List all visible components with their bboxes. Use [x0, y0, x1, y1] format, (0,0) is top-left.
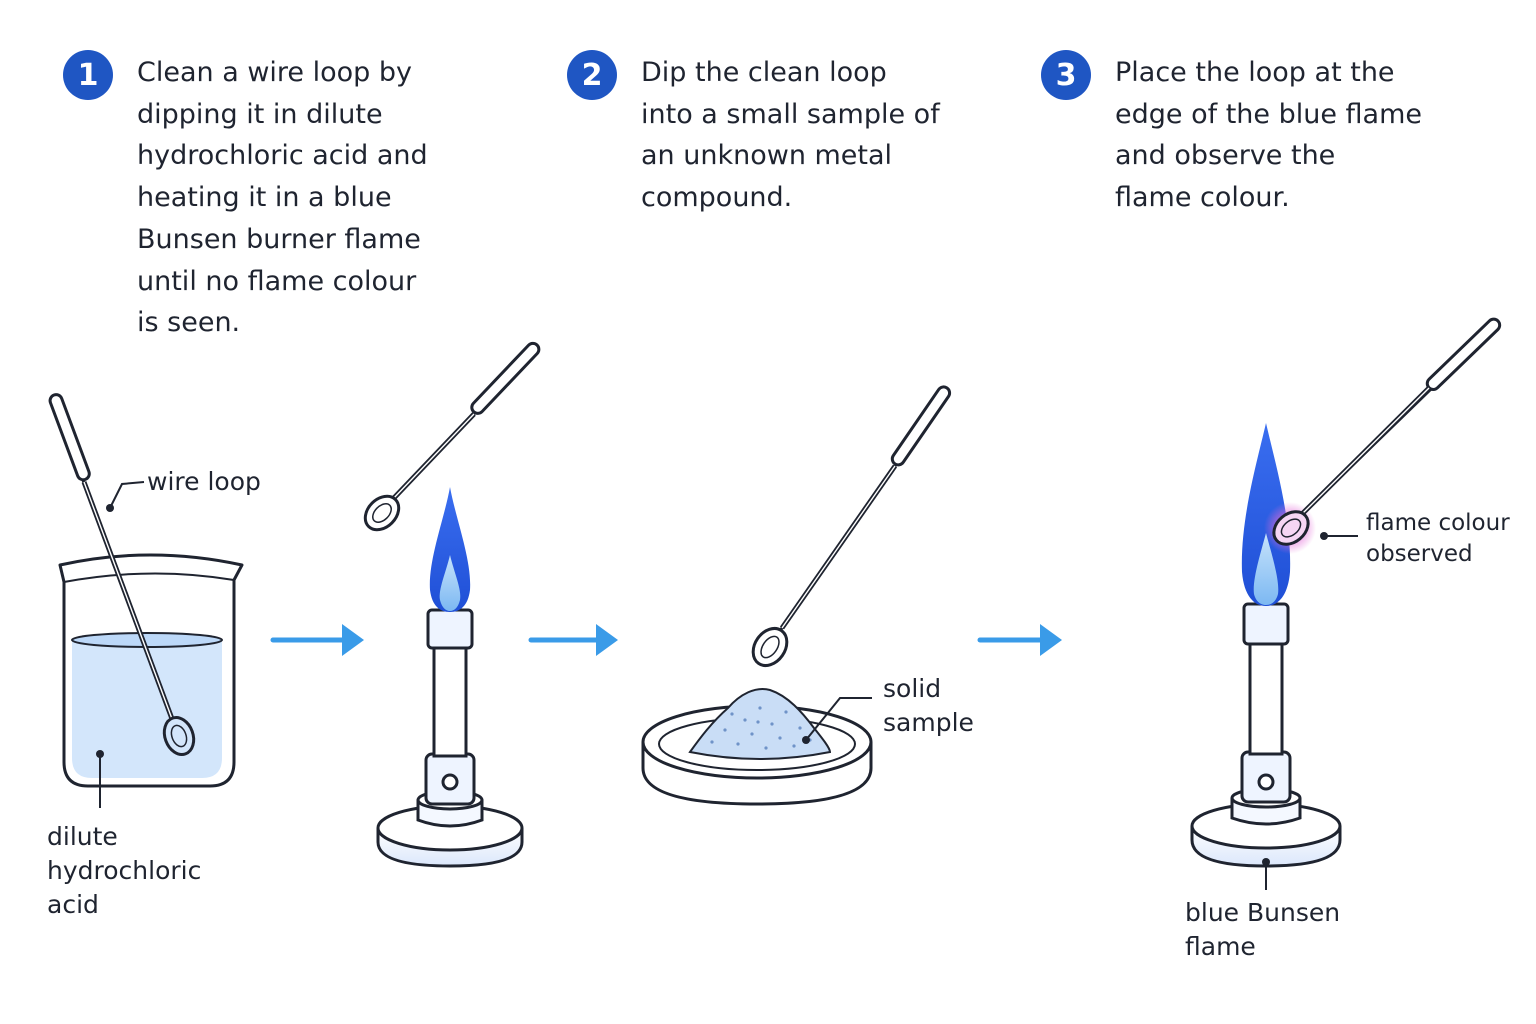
- step-1-line: is seen.: [137, 307, 241, 339]
- step-1-line: hydrochloric acid and: [137, 140, 428, 172]
- bunsen-burner-1: [376, 487, 524, 868]
- step-2-line: Dip the clean loop: [641, 57, 887, 88]
- step-3-line: edge of the blue flame: [1115, 98, 1422, 130]
- flame-colour-line: observed: [1366, 541, 1473, 567]
- step-2-line: an unknown metal: [641, 140, 893, 172]
- acid-label-line: dilute: [47, 822, 118, 851]
- step-3-line: Place the loop at the: [1115, 57, 1395, 88]
- blue-flame-2: [1241, 423, 1291, 606]
- solid-sample-line: solid: [883, 674, 941, 703]
- step-2-line: compound.: [641, 182, 793, 214]
- acid-label-line: hydrochloric: [47, 856, 201, 885]
- wire-loop-heating: [363, 341, 541, 532]
- beaker-rim: [63, 572, 235, 583]
- step-3-line: flame colour.: [1115, 182, 1290, 214]
- wire-loop-text: wire loop: [147, 467, 261, 496]
- beaker: [58, 553, 244, 788]
- arrow-3: [977, 624, 1062, 656]
- flame-colour-line: flame colour: [1366, 510, 1510, 536]
- step-3-line: and observe the: [1115, 140, 1336, 172]
- step-3-badge: 3: [1041, 50, 1091, 100]
- solid-sample-powder: [688, 688, 832, 760]
- step-1-line: until no flame colour: [137, 265, 417, 297]
- step-1-badge: 1: [63, 50, 113, 100]
- step-2-badge: 2: [567, 50, 617, 100]
- blue-bunsen-flame-label: blue Bunsen flame: [1185, 858, 1340, 961]
- step-1-line: dipping it in dilute: [137, 98, 383, 130]
- inner-flame-1: [439, 555, 461, 611]
- bunsen-flame-line: blue Bunsen: [1185, 898, 1340, 927]
- wire-loop-label: wire loop: [106, 467, 261, 512]
- wire-loop-observing: [1264, 317, 1502, 554]
- step-2-text: Dip the clean loop into a small sample o…: [641, 52, 940, 219]
- arrow-2: [528, 624, 618, 656]
- acid-label: dilute hydrochloric acid: [47, 750, 201, 919]
- step-1-line: Clean a wire loop by: [137, 57, 412, 88]
- sample-dish: [641, 688, 873, 806]
- step-1-line: heating it in a blue: [137, 182, 392, 214]
- acid-label-line: acid: [47, 890, 99, 919]
- solid-sample-line: sample: [883, 708, 974, 737]
- bunsen-burner-2: [1190, 423, 1342, 868]
- bunsen-flame-line: flame: [1185, 932, 1256, 961]
- step-3-text: Place the loop at the edge of the blue f…: [1115, 52, 1422, 219]
- beaker-glass: [58, 553, 244, 788]
- solid-sample-label: solid sample: [802, 674, 974, 744]
- inner-flame-2: [1253, 533, 1279, 605]
- step-2-line: into a small sample of: [641, 98, 940, 130]
- wire-loop-in-acid: [48, 393, 196, 756]
- step-1-text: Clean a wire loop by dipping it in dilut…: [137, 52, 428, 344]
- blue-flame-1: [429, 487, 471, 612]
- arrow-1: [270, 624, 364, 656]
- step-1-line: Bunsen burner flame: [137, 223, 421, 255]
- flame-colour-label: flame colour observed: [1320, 510, 1510, 567]
- wire-loop-dipping: [751, 385, 952, 668]
